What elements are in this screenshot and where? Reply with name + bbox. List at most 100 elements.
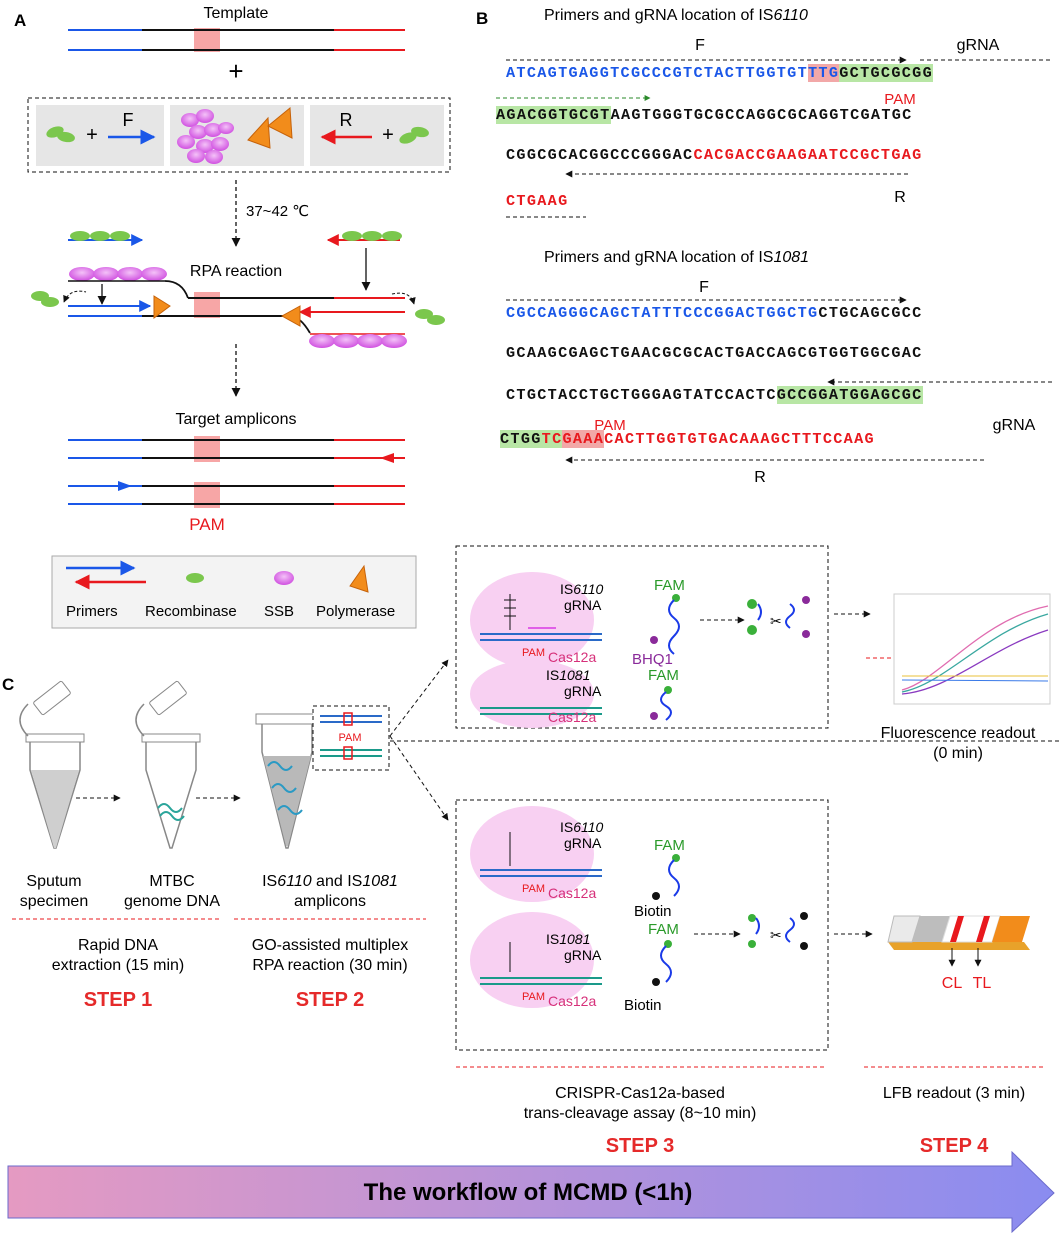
step1-desc-a: Rapid DNA — [78, 937, 158, 954]
tube2-label-b: genome DNA — [124, 893, 220, 910]
svg-text:IS1081: IS1081 — [546, 667, 590, 683]
rpa-reaction-label: RPA reaction — [190, 263, 282, 280]
reverse-primer-label: R — [340, 110, 353, 130]
svg-text:Cas12a: Cas12a — [548, 885, 596, 901]
plus-sign: + — [228, 56, 243, 86]
panel-label-c: C — [2, 675, 14, 694]
svg-text:Biotin: Biotin — [634, 903, 672, 920]
fluorescence-label-b: (0 min) — [933, 745, 983, 762]
legend-ssb-icon — [274, 571, 294, 585]
svg-text:FAM: FAM — [648, 667, 679, 684]
svg-text:FAM: FAM — [654, 837, 685, 854]
tube-sputum — [19, 680, 85, 849]
svg-text:Biotin: Biotin — [624, 997, 662, 1014]
is1081-pam-label: PAM — [594, 417, 625, 434]
svg-text:IS1081: IS1081 — [546, 931, 590, 947]
svg-text:FAM: FAM — [648, 921, 679, 938]
lfb-assay-box: IS6110 gRNA PAM Cas12a IS1081 gRNA PAM C… — [455, 799, 873, 1051]
is6110-r-label: R — [894, 189, 906, 206]
panel-label-a: A — [14, 11, 26, 30]
fluorescence-label-a: Fluorescence readout — [881, 725, 1036, 742]
step2-label: STEP 2 — [296, 989, 365, 1011]
is6110-seq-line3: CGGCGCACGGCCCGGGACCACGACCGAAGAATCCGCTGAG — [506, 146, 923, 164]
step1-desc-b: extraction (15 min) — [52, 957, 185, 974]
fluorescence-assay-box: IS6110 gRNA PAM Cas12a IS1081 gRNA Cas12… — [455, 545, 871, 729]
legend-recombinase-icon — [186, 573, 204, 583]
tube-amplicons — [255, 713, 319, 849]
svg-text:gRNA: gRNA — [564, 683, 602, 699]
legend-ssb: SSB — [264, 603, 294, 620]
step2-desc-a: GO-assisted multiplex — [252, 937, 409, 954]
tube1-label-a: Sputum — [26, 873, 81, 890]
step2-desc-b: RPA reaction (30 min) — [252, 957, 407, 974]
step1-label: STEP 1 — [84, 989, 153, 1011]
temperature-label: 37~42 ℃ — [246, 203, 309, 220]
workflow-label: The workflow of MCMD (<1h) — [364, 1179, 693, 1206]
svg-text:IS6110: IS6110 — [560, 581, 604, 597]
svg-text:PAM: PAM — [522, 991, 545, 1003]
svg-text:gRNA: gRNA — [564, 947, 602, 963]
is6110-seq-line4: CTGAAG — [506, 192, 569, 210]
tube2-label-a: MTBC — [149, 873, 194, 890]
is1081-seq-line1: CGCCAGGGCAGCTATTTCCCGGACTGGCTGCTGCAGCGCC — [506, 304, 923, 322]
lateral-flow-strip: CL TL — [887, 915, 1030, 992]
amplicons-label: Target amplicons — [176, 411, 297, 428]
is1081-seq-line3: CTGCTACCTGCTGGGAGTATCCACTCGCCGGATGGAGCGC — [506, 386, 923, 404]
svg-text:gRNA: gRNA — [564, 835, 602, 851]
svg-text:✂: ✂ — [770, 613, 782, 629]
step4-label: STEP 4 — [920, 1135, 989, 1157]
tube-mtbc — [135, 680, 201, 849]
is1081-grna-label: gRNA — [993, 417, 1036, 434]
inset-amplicons: PAM — [312, 705, 390, 771]
svg-text:PAM: PAM — [522, 647, 545, 659]
ssb-cluster-icon — [177, 109, 234, 164]
svg-text:IS6110: IS6110 — [560, 819, 604, 835]
svg-text:Cas12a: Cas12a — [548, 709, 596, 725]
is1081-r-label: R — [754, 469, 766, 486]
pam-label-a: PAM — [189, 515, 225, 534]
fluorescence-plot — [893, 593, 1051, 705]
is6110-title: Primers and gRNA location of IS6110 — [544, 7, 808, 24]
is6110-seq-line1: ATCAGTGAGGTCGCCCGTCTACTTGGTGTTTGGCTGCGCG… — [506, 64, 933, 82]
inset-pam-label: PAM — [338, 732, 361, 744]
template-label: Template — [204, 5, 269, 22]
is6110-grna-label: gRNA — [957, 37, 1000, 54]
svg-text:BHQ1: BHQ1 — [632, 651, 673, 668]
is1081-seq-line2: GCAAGCGAGCTGAACGCGCACTGACCAGCGTGGTGGCGAC — [506, 344, 923, 362]
tube3-label-b: amplicons — [294, 893, 366, 910]
lfb-tl-label: TL — [973, 975, 992, 992]
legend-polymerase: Polymerase — [316, 603, 395, 620]
svg-text:PAM: PAM — [522, 883, 545, 895]
is6110-pam-label: PAM — [884, 91, 915, 108]
is6110-f-label: F — [695, 37, 705, 54]
lfb-cl-label: CL — [942, 975, 963, 992]
tube3-label-a: IS6110 and IS1081 — [262, 873, 398, 890]
target-amplicons: PAM — [68, 436, 405, 534]
svg-text:✂: ✂ — [770, 927, 782, 943]
is1081-seq-line4: CTGGTCGAAACACTTGGTGTGACAAAGCTTTCCAAG — [500, 430, 875, 448]
svg-text:+: + — [86, 124, 98, 146]
step4-desc: LFB readout (3 min) — [883, 1085, 1025, 1102]
legend-recombinase: Recombinase — [145, 603, 237, 620]
legend-polymerase-icon — [349, 564, 369, 593]
reagents-box: + F R + — [27, 97, 451, 173]
tube1-label-b: specimen — [20, 893, 88, 910]
svg-text:+: + — [382, 124, 394, 146]
template-dna — [68, 28, 405, 52]
svg-text:FAM: FAM — [654, 577, 685, 594]
workflow-arrow — [7, 1150, 1055, 1233]
is6110-seq-line2: AGACGGTGCGTAAGTGGGTGCGCCAGGCGCAGGTCGATGC — [496, 106, 913, 124]
is1081-title: Primers and gRNA location of IS1081 — [544, 249, 809, 266]
legend-primers: Primers — [66, 603, 118, 620]
forward-primer-label: F — [123, 110, 134, 130]
step3-desc-b: trans-cleavage assay (8~10 min) — [524, 1105, 757, 1122]
is1081-f-label: F — [699, 279, 709, 296]
svg-text:Cas12a: Cas12a — [548, 993, 596, 1009]
step3-desc-a: CRISPR-Cas12a-based — [555, 1085, 725, 1102]
panel-label-b: B — [476, 9, 488, 28]
svg-text:gRNA: gRNA — [564, 597, 602, 613]
rpa-reaction-diagram: RPA reaction — [31, 231, 445, 348]
svg-text:Cas12a: Cas12a — [548, 649, 596, 665]
step3-label: STEP 3 — [606, 1135, 675, 1157]
